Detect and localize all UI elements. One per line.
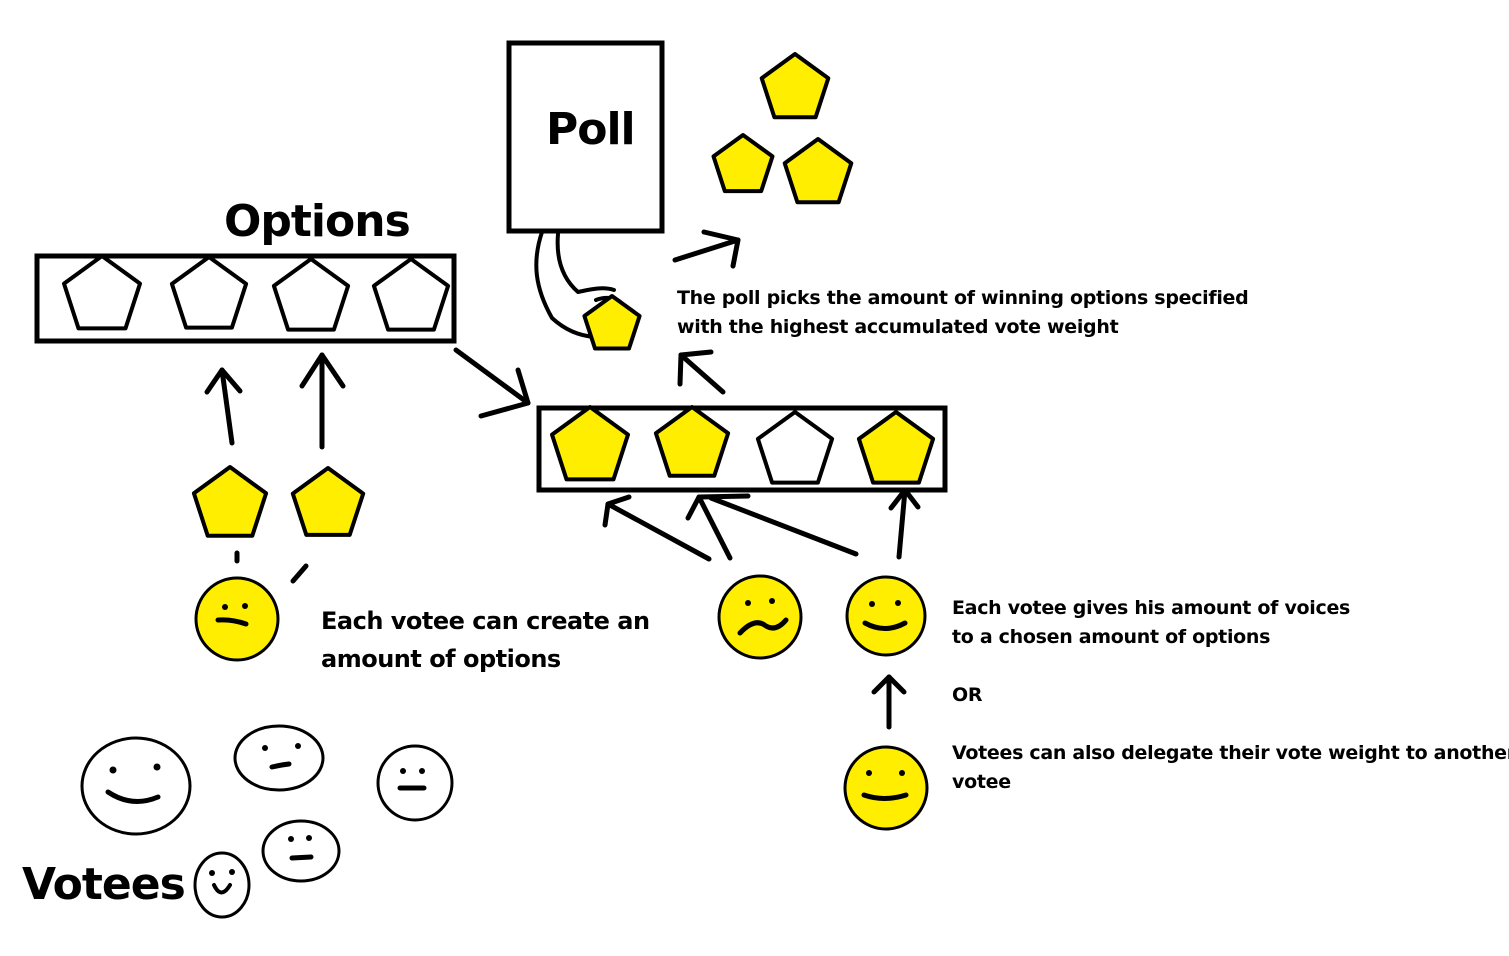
poll-note-line-2: with the highest accumulated vote weight	[677, 316, 1119, 338]
or-label: OR	[952, 684, 983, 706]
poll-note-line-1: The poll picks the amount of winning opt…	[677, 287, 1249, 309]
poll-box	[506, 40, 665, 234]
votee-face-5	[193, 851, 251, 919]
pentagon-option-icon	[371, 257, 451, 332]
pentagon-option-icon	[759, 52, 831, 120]
face-poser-1	[194, 576, 280, 662]
poll-note: The poll picks the amount of winning opt…	[677, 284, 1249, 342]
votee-face-large	[80, 736, 192, 836]
create-note-line-2: amount of options	[321, 645, 561, 673]
face-voter-2	[845, 575, 927, 657]
votee-face-2	[233, 724, 325, 792]
face-voter-1	[717, 574, 803, 660]
pentagon-option-icon	[755, 410, 835, 485]
pentagon-option-icon	[271, 257, 351, 332]
pentagon-option-icon	[856, 410, 936, 485]
pentagon-option-icon	[782, 137, 854, 205]
voice-note-line-2: to a chosen amount of options	[952, 626, 1271, 648]
pentagon-option-icon	[653, 405, 731, 478]
delegate-note-line-2: votee	[952, 771, 1011, 793]
delegate-note: Votees can also delegate their vote weig…	[952, 739, 1509, 797]
face-delegator	[843, 745, 929, 831]
pentagon-option-icon	[550, 405, 630, 482]
poll-title: Poll	[546, 104, 636, 155]
votee-face-3	[376, 744, 454, 822]
arrow-icon	[204, 229, 921, 730]
voice-note: Each votee gives his amount of voices to…	[952, 594, 1350, 652]
create-note: Each votee can create an amount of optio…	[321, 602, 650, 678]
options-title: Options	[224, 196, 411, 247]
votee-face-4	[261, 819, 341, 883]
pentagon-option-icon	[582, 294, 642, 351]
pentagon-option-icon	[711, 133, 775, 194]
pentagon-option-icon	[290, 466, 366, 537]
delegate-note-line-1: Votees can also delegate their vote weig…	[952, 742, 1509, 764]
voice-note-line-1: Each votee gives his amount of voices	[952, 597, 1351, 619]
pentagon-option-icon	[191, 465, 269, 538]
pentagon-option-icon	[169, 255, 249, 330]
create-note-line-1: Each votee can create an	[321, 607, 650, 635]
pentagon-option-icon	[62, 254, 142, 331]
votees-title: Votees	[22, 859, 186, 910]
